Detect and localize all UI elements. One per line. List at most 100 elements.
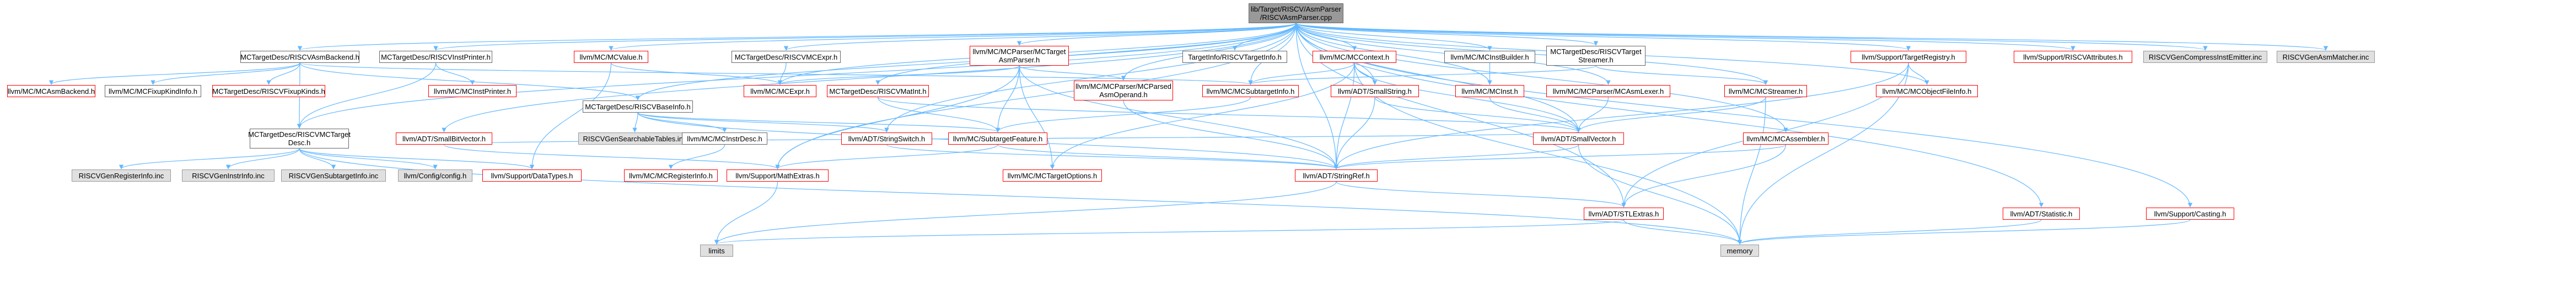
node-label: llvm/MC/MCValue.h — [579, 52, 643, 61]
node-mc-desc-mat-int[interactable]: MCTargetDesc/RISCVMatInt.h — [827, 85, 929, 97]
node-label-line1: MCTargetDesc/RISCVMCTarget — [248, 130, 351, 139]
node-mc-desc-fixup-kinds[interactable]: MCTargetDesc/RISCVFixupKinds.h — [212, 85, 325, 97]
node-mc-parser-asm-lexer[interactable]: llvm/MC/MCParser/MCAsmLexer.h — [1546, 85, 1670, 97]
node-gen-compress-inst-emitter[interactable]: RISCVGenCompressInstEmitter.inc — [2143, 51, 2267, 63]
node-target-info[interactable]: TargetInfo/RISCVTargetInfo.h — [1182, 51, 1287, 63]
edge-adt-small-vector-to-memory — [1578, 144, 1743, 245]
node-mc-inst-printer[interactable]: llvm/MC/MCInstPrinter.h — [428, 85, 517, 97]
node-adt-small-bit-vector[interactable]: llvm/ADT/SmallBitVector.h — [396, 132, 492, 145]
node-config-config[interactable]: llvm/Config/config.h — [398, 169, 472, 182]
node-mc-register-info[interactable]: llvm/MC/MCRegisterInfo.h — [624, 169, 718, 182]
node-label: MCTargetDesc/RISCVMCExpr.h — [734, 52, 838, 61]
node-mc-subtarget-feature[interactable]: llvm/MC/SubtargetFeature.h — [948, 132, 1047, 145]
node-label: llvm/MC/MCContext.h — [1319, 52, 1390, 61]
node-mc-expr[interactable]: llvm/MC/MCExpr.h — [744, 85, 816, 97]
node-label: llvm/Support/Casting.h — [2154, 209, 2227, 218]
edge-mc-desc-asm-backend-to-mc-desc-base-info — [299, 62, 641, 100]
node-mc-desc-inst-printer[interactable]: MCTargetDesc/RISCVInstPrinter.h — [379, 51, 492, 63]
edge-support-target-registry-to-mc-object-file-info — [1908, 62, 1929, 85]
node-mc-instr-desc[interactable]: llvm/MC/MCInstrDesc.h — [682, 132, 767, 145]
node-label: RISCVGenInstrInfo.inc — [192, 171, 265, 180]
node-adt-small-string[interactable]: llvm/ADT/SmallString.h — [1331, 85, 1419, 97]
node-support-target-registry[interactable]: llvm/Support/TargetRegistry.h — [1851, 51, 1966, 63]
edge-mc-subtarget-feature-to-adt-string-ref — [997, 144, 1338, 169]
node-support-math-extras[interactable]: llvm/Support/MathExtras.h — [727, 169, 829, 182]
node-label: llvm/ADT/SmallBitVector.h — [402, 134, 486, 143]
node-mc-asm-backend[interactable]: llvm/MC/MCAsmBackend.h — [7, 85, 95, 97]
node-label: llvm/ADT/StringRef.h — [1303, 171, 1370, 180]
node-mc-value[interactable]: llvm/MC/MCValue.h — [574, 51, 648, 63]
node-mc-inst[interactable]: llvm/MC/MCInst.h — [1455, 85, 1524, 97]
node-label: RISCVGenSearchableTables.inc — [583, 134, 687, 143]
node-mc-inst-builder[interactable]: llvm/MC/MCInstBuilder.h — [1444, 51, 1535, 63]
node-gen-register-info[interactable]: RISCVGenRegisterInfo.inc — [72, 169, 171, 182]
edge-mc-parser-target-asm-parser-to-mc-target-options — [1019, 65, 1055, 169]
edge-mc-desc-mc-target-desc-to-config-config — [299, 148, 438, 169]
node-adt-string-ref[interactable]: llvm/ADT/StringRef.h — [1295, 169, 1378, 182]
node-adt-statistic[interactable]: llvm/ADT/Statistic.h — [2003, 208, 2080, 220]
node-label: llvm/MC/MCFixupKindInfo.h — [108, 87, 198, 96]
edge-root-to-adt-small-bit-vector — [442, 23, 1297, 132]
node-label: llvm/Support/RISCVAttributes.h — [2023, 52, 2123, 61]
node-label: llvm/MC/MCAsmBackend.h — [7, 87, 95, 96]
node-label: llvm/MC/MCRegisterInfo.h — [629, 171, 713, 180]
node-support-casting[interactable]: llvm/Support/Casting.h — [2146, 208, 2234, 220]
node-limits[interactable]: limits — [700, 245, 733, 257]
node-memory[interactable]: memory — [1720, 245, 1759, 257]
edge-mc-context-to-memory — [1354, 62, 1743, 245]
edge-adt-string-switch-to-adt-string-ref — [886, 144, 1338, 169]
node-adt-stl-extras[interactable]: llvm/ADT/STLExtras.h — [1584, 208, 1664, 220]
edge-root-to-gen-compress-inst-emitter — [1295, 23, 2208, 51]
node-label: llvm/Config/config.h — [404, 171, 467, 180]
edge-adt-small-string-to-adt-small-vector — [1374, 97, 1581, 132]
edge-mc-value-to-mc-expr — [610, 62, 783, 85]
node-mc-desc-mcexpr[interactable]: MCTargetDesc/RISCVMCExpr.h — [732, 51, 841, 63]
edge-mc-desc-base-info-to-gen-searchable-tables — [632, 112, 638, 132]
node-mc-desc-asm-backend[interactable]: MCTargetDesc/RISCVAsmBackend.h — [240, 51, 359, 63]
node-mc-desc-target-streamer[interactable]: MCTargetDesc/RISCVTarget Streamer.h — [1546, 46, 1645, 66]
node-mc-assembler[interactable]: llvm/MC/MCAssembler.h — [1743, 132, 1829, 145]
edge-mc-context-to-mc-subtarget-info — [1248, 62, 1355, 85]
node-gen-searchable-tables[interactable]: RISCVGenSearchableTables.inc — [578, 132, 691, 145]
node-label-line2: AsmParser.h — [998, 56, 1040, 64]
edge-root-to-gen-asm-matcher — [1295, 23, 2328, 51]
root-file-node[interactable]: lib/Target/RISCV/AsmParser /RISCVAsmPars… — [1249, 3, 1343, 23]
node-mc-fixup-kind-info[interactable]: llvm/MC/MCFixupKindInfo.h — [105, 85, 201, 97]
node-label-line2: Desc.h — [288, 139, 311, 147]
node-mc-desc-mc-target-desc[interactable]: MCTargetDesc/RISCVMCTarget Desc.h — [248, 129, 351, 148]
node-mc-parsed-asm-operand[interactable]: llvm/MC/MCParser/MCParsed AsmOperand.h — [1074, 81, 1173, 100]
edge-mc-inst-to-adt-small-vector — [1489, 97, 1581, 132]
node-label: llvm/Support/TargetRegistry.h — [1862, 52, 1955, 61]
node-mc-streamer[interactable]: llvm/MC/MCStreamer.h — [1724, 85, 1807, 97]
edge-mc-desc-mc-target-desc-to-memory — [299, 148, 1742, 245]
edge-adt-string-ref-to-limits — [714, 181, 1337, 245]
node-label: MCTargetDesc/RISCVFixupKinds.h — [212, 87, 325, 96]
edge-mc-desc-base-info-to-mc-instr-desc — [637, 112, 727, 132]
root-line1: lib/Target/RISCV/AsmParser — [1251, 5, 1341, 13]
edge-mc-desc-base-info-to-adt-string-switch — [637, 112, 889, 132]
node-gen-instr-info[interactable]: RISCVGenInstrInfo.inc — [182, 169, 275, 182]
node-gen-subtarget-info[interactable]: RISCVGenSubtargetInfo.inc — [281, 169, 386, 182]
node-mc-subtarget-info[interactable]: llvm/MC/MCSubtargetInfo.h — [1202, 85, 1299, 97]
node-mc-parser-target-asm-parser[interactable]: llvm/MC/MCParser/MCTarget AsmParser.h — [970, 46, 1069, 66]
edge-root-to-mc-desc-inst-printer — [433, 23, 1297, 51]
node-adt-small-vector[interactable]: llvm/ADT/SmallVector.h — [1533, 132, 1624, 145]
node-adt-string-switch[interactable]: llvm/ADT/StringSwitch.h — [841, 132, 932, 145]
edge-mc-streamer-to-memory — [1737, 97, 1766, 245]
node-label: llvm/ADT/SmallString.h — [1338, 87, 1412, 96]
node-support-data-types[interactable]: llvm/Support/DataTypes.h — [482, 169, 582, 182]
edge-mc-desc-mc-target-desc-to-gen-instr-info — [225, 148, 300, 169]
edge-mc-parsed-asm-operand-to-adt-string-ref — [1123, 100, 1339, 169]
node-gen-asm-matcher[interactable]: RISCVGenAsmMatcher.inc — [2277, 51, 2375, 63]
edge-mc-desc-mat-int-to-adt-small-vector — [877, 97, 1581, 132]
node-label: MCTargetDesc/RISCVBaseInfo.h — [585, 102, 691, 111]
node-mc-desc-base-info[interactable]: MCTargetDesc/RISCVBaseInfo.h — [583, 100, 693, 113]
node-mc-target-options[interactable]: llvm/MC/MCTargetOptions.h — [1003, 169, 1102, 182]
node-label: llvm/MC/MCAssembler.h — [1746, 134, 1825, 143]
node-support-riscv-attributes[interactable]: llvm/Support/RISCVAttributes.h — [2014, 51, 2132, 63]
edge-mc-value-to-support-data-types — [529, 62, 612, 169]
node-mc-context[interactable]: llvm/MC/MCContext.h — [1313, 51, 1396, 63]
node-mc-object-file-info[interactable]: llvm/MC/MCObjectFileInfo.h — [1876, 85, 1978, 97]
node-label-line2: Streamer.h — [1578, 56, 1614, 64]
